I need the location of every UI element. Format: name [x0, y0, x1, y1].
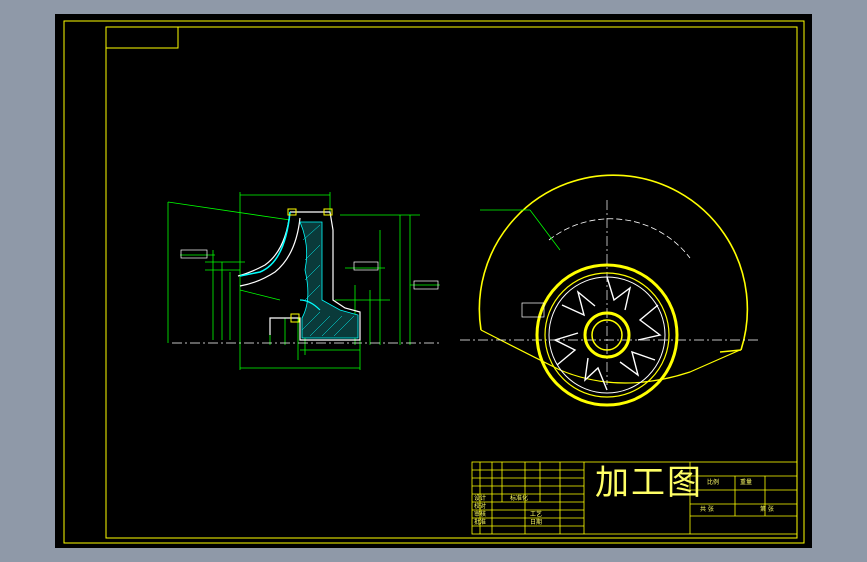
title-block-row-label: 审核 [474, 511, 487, 518]
title-block-cell: 重量 [740, 479, 753, 486]
title-block-cell: 共 张 [700, 506, 714, 513]
title-block-cell: 比例 [707, 479, 720, 486]
drawing-code-box [105, 26, 179, 49]
section-view [167, 192, 440, 370]
front-view [460, 174, 760, 407]
drawing-title: 加工图 [595, 463, 703, 503]
title-block-row-label: 批准 [474, 519, 487, 526]
title-block-cell: 工艺 [530, 511, 543, 518]
title-block [471, 461, 798, 535]
title-block-cell: 标准化 [510, 495, 529, 502]
title-block-cell: 第 张 [760, 506, 774, 513]
title-block-row-label: 校对 [474, 503, 487, 510]
title-block-cell: 日期 [530, 519, 543, 526]
outer-frame [63, 20, 805, 544]
title-block-row-label: 设计 [474, 495, 487, 502]
inner-border [105, 26, 798, 539]
